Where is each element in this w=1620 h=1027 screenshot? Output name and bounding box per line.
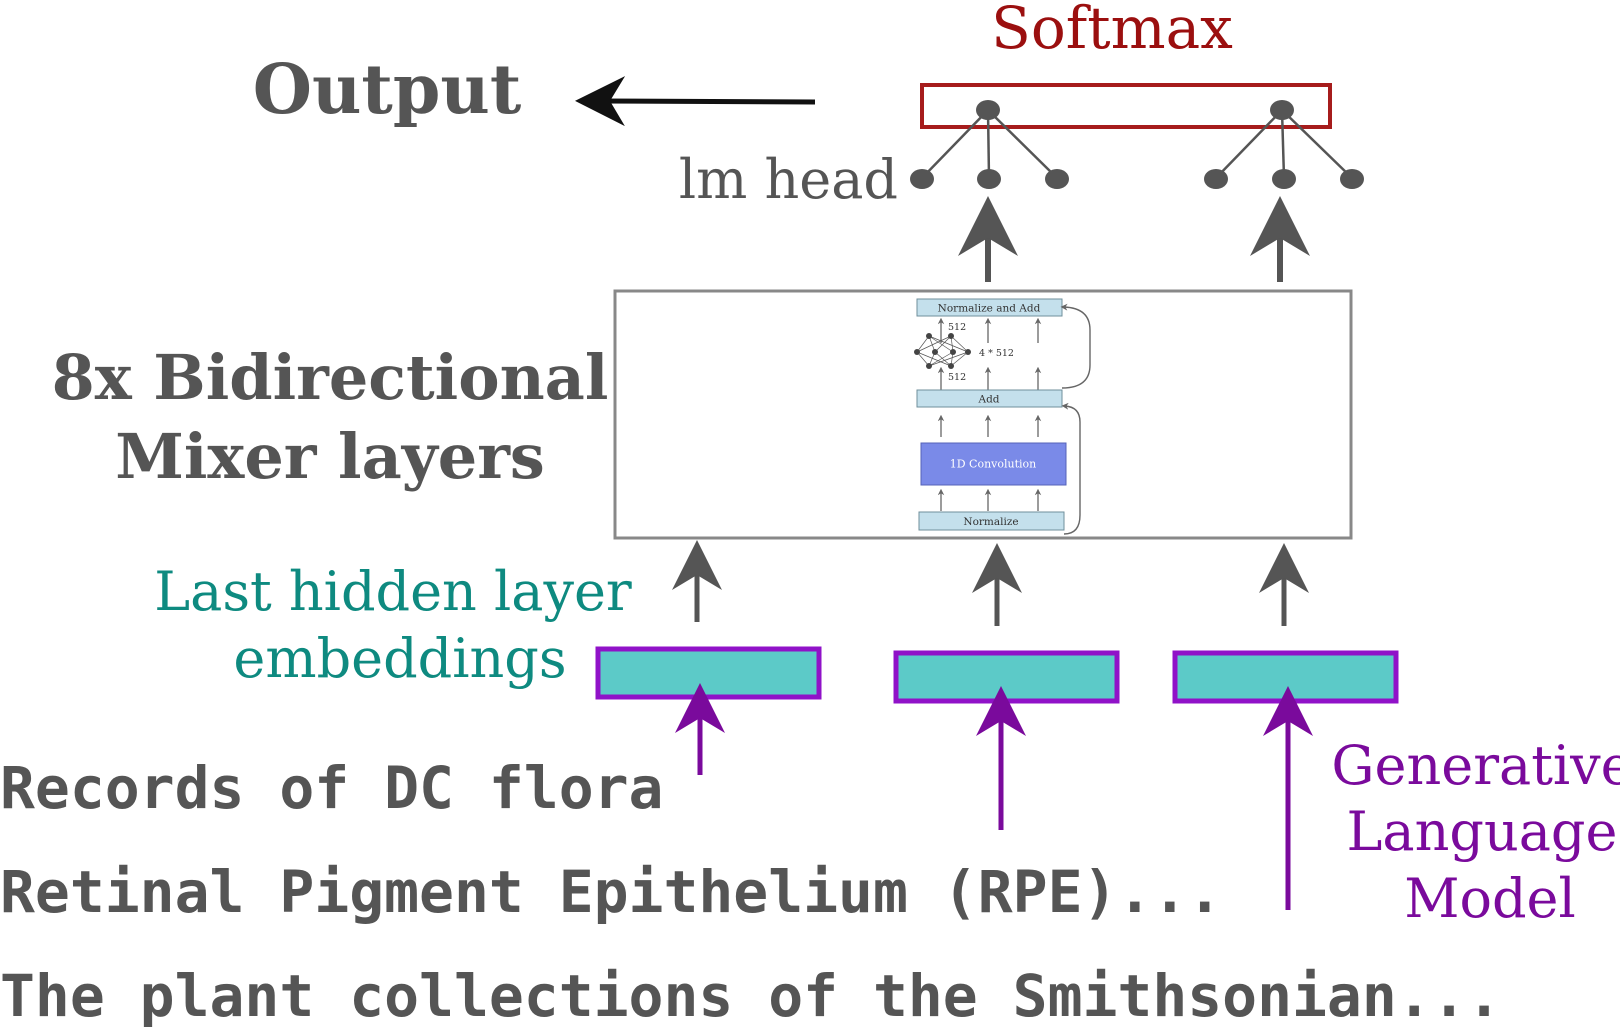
embedding-box-1	[595, 646, 822, 700]
conv-box	[920, 442, 1067, 486]
lm-head-nodes	[910, 100, 1364, 189]
residual-connection-upper	[1060, 303, 1091, 389]
lm-head-label: lm head	[679, 148, 898, 211]
input-text-1: Records of DC flora	[0, 754, 663, 822]
feedforward-mini-nodes	[914, 333, 971, 369]
embedding-box-2	[893, 650, 1120, 704]
normalize-label: Normalize	[963, 516, 1018, 528]
glm-label-line2: Language	[1347, 800, 1618, 863]
mixer-label-line2: Mixer layers	[115, 420, 545, 493]
output-label: Output	[253, 50, 522, 130]
glm-label-line3: Model	[1404, 867, 1576, 930]
conv-label: 1D Convolution	[950, 458, 1037, 471]
input-text-3: The plant collections of the Smithsonian…	[0, 962, 1502, 1027]
add-label: Add	[977, 394, 999, 406]
dim-512-bottom: 512	[948, 372, 966, 383]
residual-connection-lower	[1061, 402, 1081, 535]
output-arrow	[575, 76, 816, 127]
glm-label-line1: Generative	[1331, 734, 1620, 797]
lm-head-network	[921, 109, 1353, 179]
mixer-label-line1: 8x Bidirectional	[52, 341, 609, 414]
softmax-box	[920, 83, 1332, 129]
dim-4x512: 4 * 512	[979, 348, 1014, 359]
add-box	[916, 389, 1063, 408]
softmax-label: Softmax	[991, 0, 1233, 62]
normalize-and-add-label: Normalize and Add	[938, 303, 1041, 315]
dim-512-top: 512	[948, 322, 966, 333]
hidden-label-line2: embeddings	[233, 627, 566, 690]
normalize-box	[918, 511, 1065, 531]
mixer-internals: Normalize and Add 512	[914, 298, 1091, 535]
mixer-block	[613, 289, 1353, 540]
input-text-2: Retinal Pigment Epithelium (RPE)...	[0, 858, 1222, 926]
hidden-label-line1: Last hidden layer	[154, 560, 632, 623]
embedding-box-3	[1172, 650, 1399, 704]
